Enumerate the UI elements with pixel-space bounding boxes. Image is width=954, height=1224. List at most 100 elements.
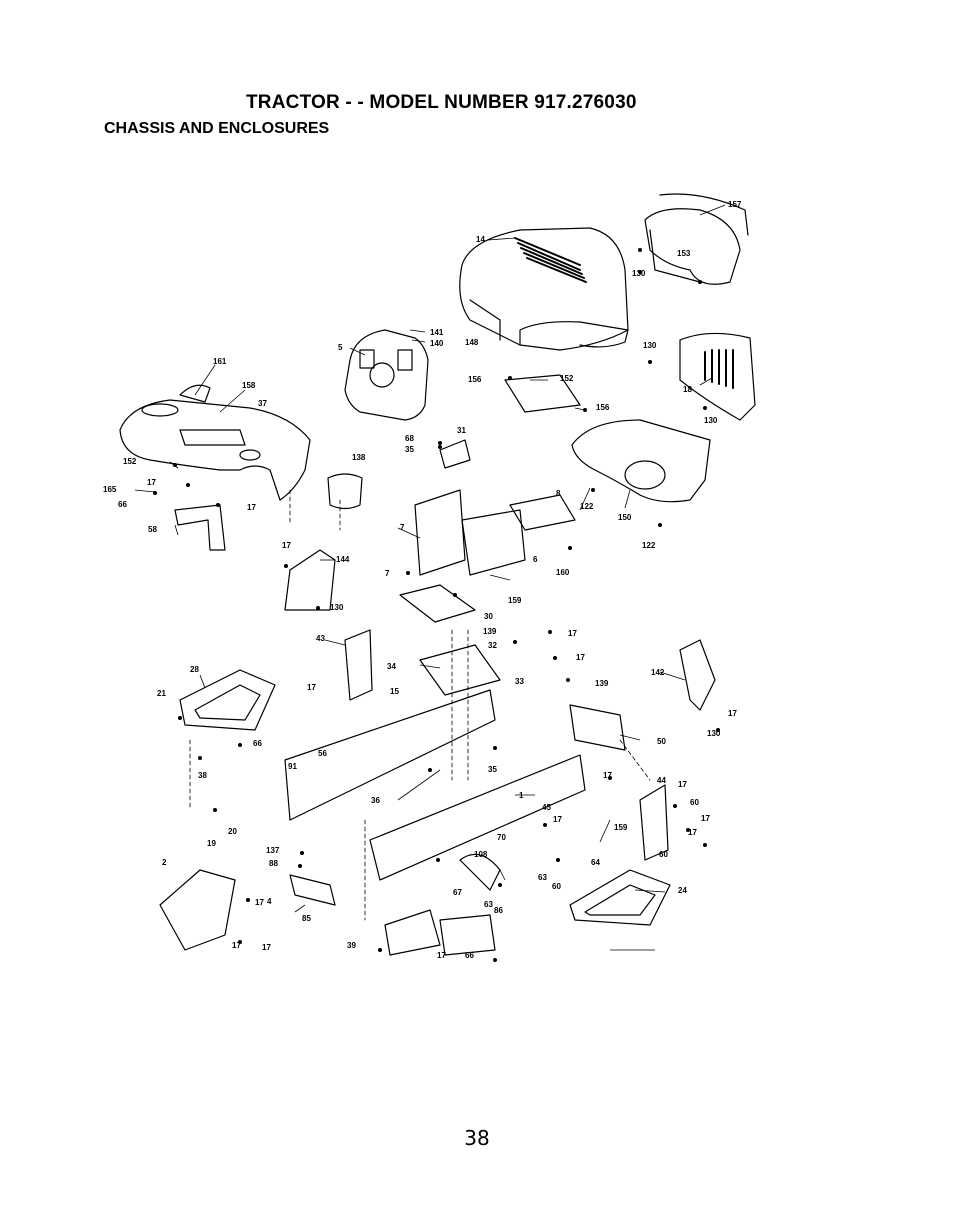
- bracket-43-part: [344, 629, 373, 701]
- callout-31: 31: [457, 426, 466, 435]
- callout-35: 35: [405, 445, 414, 454]
- callout-37: 37: [258, 399, 267, 408]
- callout-21: 21: [157, 689, 166, 698]
- callout-158: 158: [242, 381, 256, 390]
- callout-5: 5: [338, 343, 343, 352]
- callout-165: 165: [103, 485, 117, 494]
- callout-15: 15: [390, 687, 399, 696]
- callout-17: 17: [147, 478, 156, 487]
- callout-60: 60: [552, 882, 561, 891]
- page-title: TRACTOR - - MODEL NUMBER 917.276030: [246, 92, 637, 113]
- callout-159: 159: [614, 823, 628, 832]
- callout-17: 17: [232, 941, 241, 950]
- callout-91: 91: [288, 762, 297, 771]
- footrest-left-part: [179, 669, 276, 731]
- axle-bracket-part: [639, 784, 669, 861]
- callout-63: 63: [484, 900, 493, 909]
- callout-43: 43: [316, 634, 325, 643]
- callout-7: 7: [385, 569, 390, 578]
- grille-part: [679, 332, 756, 421]
- leader-lines: [134, 204, 726, 951]
- callout-130: 130: [707, 729, 721, 738]
- callout-63: 63: [538, 873, 547, 882]
- callout-17: 17: [437, 951, 446, 960]
- bracket-85-part: [289, 874, 336, 906]
- callout-34: 34: [387, 662, 396, 671]
- callout-66: 66: [118, 500, 127, 509]
- frame-left-part: [284, 689, 496, 821]
- section-subtitle: CHASSIS AND ENCLOSURES: [104, 120, 330, 137]
- fastener-markers: [153, 248, 720, 962]
- callout-32: 32: [488, 641, 497, 650]
- callout-18: 18: [683, 385, 692, 394]
- callout-17: 17: [553, 815, 562, 824]
- callout-66: 66: [465, 951, 474, 960]
- callout-141: 141: [430, 328, 444, 337]
- grille-cover-part: [644, 193, 749, 285]
- callout-20: 20: [228, 827, 237, 836]
- callout-144: 144: [336, 555, 350, 564]
- bracket-39-part: [384, 909, 441, 956]
- plate-34-part: [419, 644, 501, 696]
- callout-157: 157: [728, 200, 742, 209]
- callout-130: 130: [330, 603, 344, 612]
- callout-17: 17: [255, 898, 264, 907]
- callout-36: 36: [371, 796, 380, 805]
- callout-58: 58: [148, 525, 157, 534]
- callout-130: 130: [643, 341, 657, 350]
- callout-66: 66: [253, 739, 262, 748]
- callout-159: 159: [508, 596, 522, 605]
- callout-68: 68: [405, 434, 414, 443]
- callout-35: 35: [488, 765, 497, 774]
- callout-14: 14: [476, 235, 485, 244]
- callout-17: 17: [576, 653, 585, 662]
- callout-17: 17: [701, 814, 710, 823]
- callout-17: 17: [262, 943, 271, 952]
- callout-30: 30: [484, 612, 493, 621]
- callout-150: 150: [618, 513, 632, 522]
- callout-138: 138: [352, 453, 366, 462]
- hood-part: [459, 227, 629, 351]
- callout-140: 140: [430, 339, 444, 348]
- callout-17: 17: [247, 503, 256, 512]
- callout-19: 19: [207, 839, 216, 848]
- callout-17: 17: [678, 780, 687, 789]
- callout-139: 139: [483, 627, 497, 636]
- bracket-142-part: [679, 639, 716, 711]
- callout-38: 38: [198, 771, 207, 780]
- front-bracket-part: [569, 704, 626, 751]
- callout-67: 67: [453, 888, 462, 897]
- callout-137: 137: [266, 846, 280, 855]
- callout-45: 45: [542, 803, 551, 812]
- callout-70: 70: [497, 833, 506, 842]
- callout-108: 108: [474, 850, 488, 859]
- footrest-right-part: [569, 869, 671, 926]
- callout-148: 148: [465, 338, 479, 347]
- callout-1: 1: [519, 791, 524, 800]
- callout-122: 122: [642, 541, 656, 550]
- callout-64: 64: [591, 858, 600, 867]
- callout-130: 130: [704, 416, 718, 425]
- callout-160: 160: [556, 568, 570, 577]
- callout-50: 50: [657, 737, 666, 746]
- callout-86: 86: [494, 906, 503, 915]
- callout-88: 88: [269, 859, 278, 868]
- callout-156: 156: [596, 403, 610, 412]
- callout-7: 7: [400, 523, 405, 532]
- steering-support-part: [414, 439, 576, 576]
- callout-2: 2: [162, 858, 167, 867]
- callout-56: 56: [318, 749, 327, 758]
- callout-85: 85: [302, 914, 311, 923]
- callout-6: 6: [533, 555, 538, 564]
- cup-holder-part: [327, 473, 363, 510]
- seat-cushion-part: [179, 384, 211, 403]
- callout-17: 17: [568, 629, 577, 638]
- callout-17: 17: [603, 771, 612, 780]
- callout-17: 17: [282, 541, 291, 550]
- bracket-part: [174, 504, 226, 551]
- callout-4: 4: [267, 897, 272, 906]
- callout-44: 44: [657, 776, 666, 785]
- page-number: 38: [464, 1126, 490, 1150]
- rear-shroud-part: [571, 419, 711, 503]
